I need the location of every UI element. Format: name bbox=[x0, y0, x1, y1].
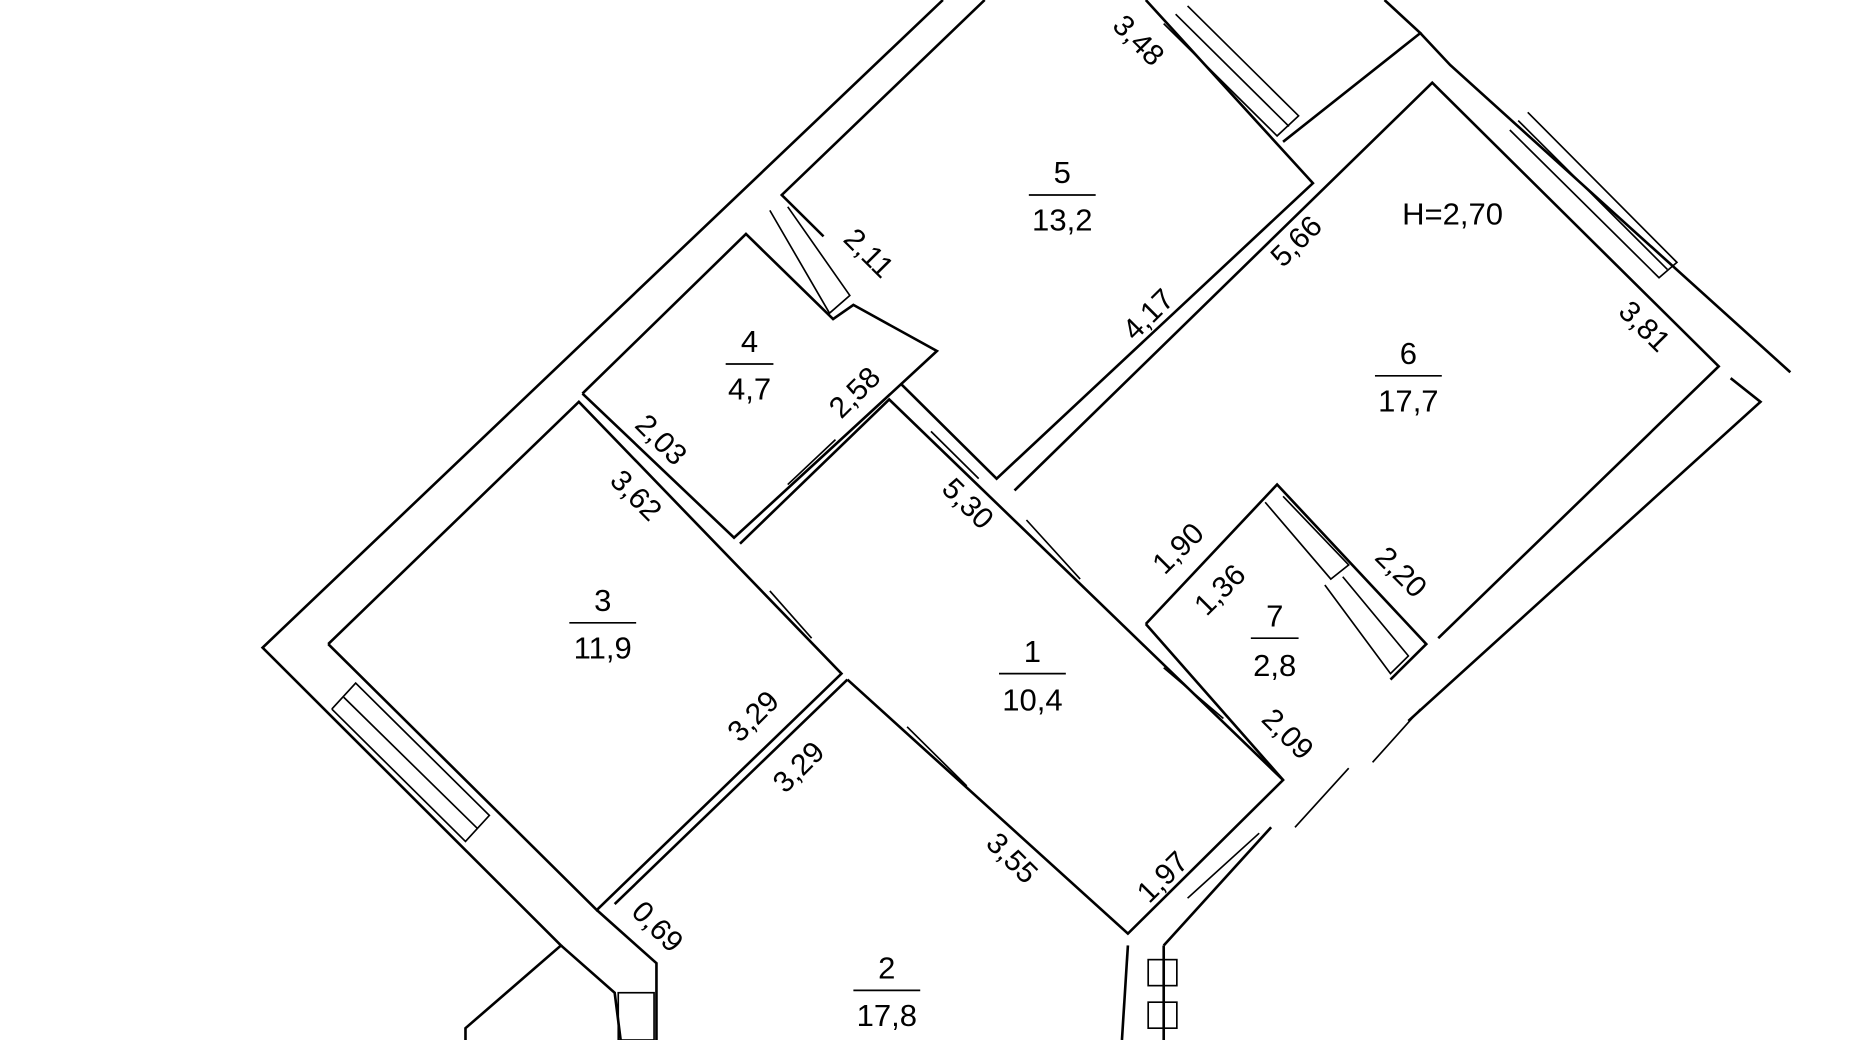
ceiling-height: H=2,70 bbox=[1402, 197, 1503, 232]
room-area: 10,4 bbox=[1002, 682, 1062, 717]
room-7: 7 2,8 bbox=[1250, 599, 1299, 683]
room-3: 3 11,9 bbox=[569, 583, 637, 665]
room-area: 17,7 bbox=[1378, 383, 1438, 418]
room-6: 6 17,7 bbox=[1374, 336, 1442, 418]
dimensions: 3,48 2,11 5,66 3,81 4,17 2,58 2,03 3,62 … bbox=[603, 9, 1676, 959]
dimension-label: 0,69 bbox=[625, 895, 690, 959]
room-4: 4 4,7 bbox=[725, 324, 774, 407]
dimension-label: 3,81 bbox=[1612, 295, 1677, 359]
dimension-label: 2,58 bbox=[823, 361, 888, 425]
dimension-label: 1,90 bbox=[1146, 517, 1211, 581]
room-number: 7 bbox=[1266, 599, 1283, 634]
room-number: 1 bbox=[1024, 634, 1041, 669]
dimension-label: 1,97 bbox=[1131, 845, 1196, 909]
room-number: 6 bbox=[1400, 336, 1417, 371]
dimension-label: 5,30 bbox=[935, 472, 1000, 536]
windows bbox=[331, 5, 1679, 843]
room-area: 4,7 bbox=[728, 372, 771, 407]
room-number: 3 bbox=[594, 583, 611, 618]
dimension-label: 2,11 bbox=[837, 222, 900, 284]
walls bbox=[260, 0, 1792, 1040]
dimension-label: 2,20 bbox=[1369, 540, 1434, 604]
room-number: 5 bbox=[1054, 155, 1071, 190]
dimension-label: 3,62 bbox=[603, 464, 668, 528]
dimension-label: 3,29 bbox=[767, 735, 832, 799]
dimension-label: 3,29 bbox=[721, 685, 786, 749]
room-area: 11,9 bbox=[574, 630, 632, 665]
room-number: 4 bbox=[741, 324, 758, 359]
room-2: 2 17,8 bbox=[853, 951, 921, 1033]
room-1: 1 10,4 bbox=[999, 634, 1066, 717]
room-area: 2,8 bbox=[1253, 648, 1296, 683]
room-5: 5 13,2 bbox=[1028, 155, 1096, 238]
dimension-label: 2,09 bbox=[1255, 702, 1320, 766]
dimension-label: 3,55 bbox=[979, 826, 1044, 890]
room-area: 17,8 bbox=[857, 998, 917, 1033]
door-marks bbox=[617, 430, 1421, 1040]
room-number: 2 bbox=[878, 951, 895, 986]
room-area: 13,2 bbox=[1032, 203, 1092, 238]
